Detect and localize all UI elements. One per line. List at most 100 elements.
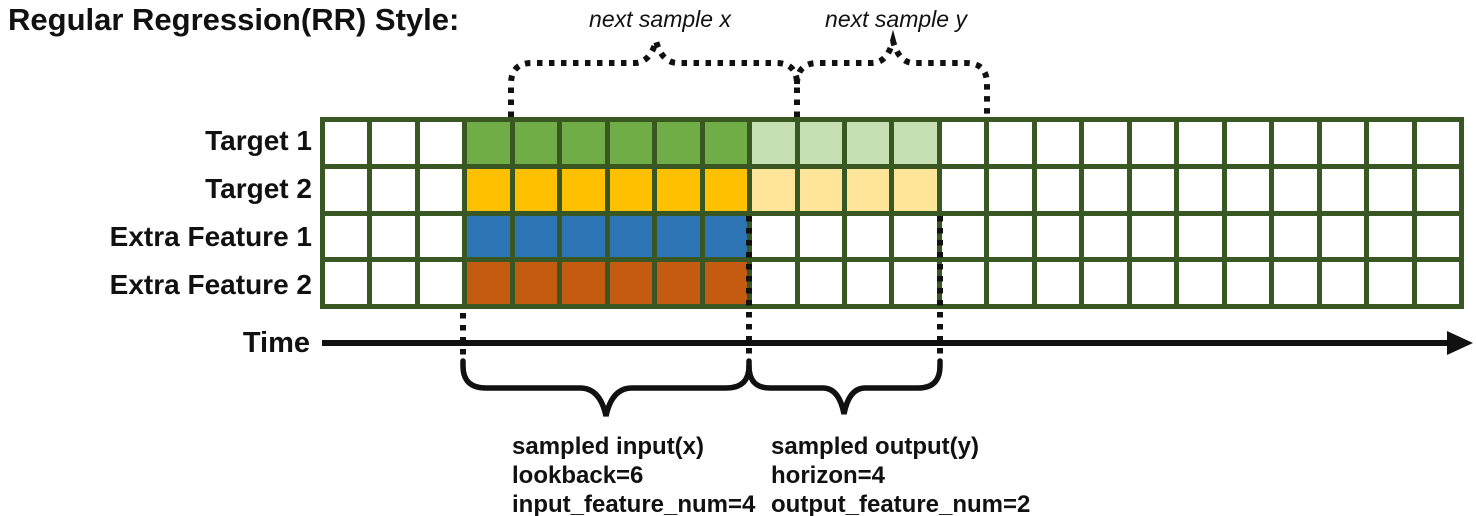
grid-cell (894, 262, 937, 304)
lookback-line: lookback=6 (512, 462, 644, 489)
grid-cell (1036, 168, 1080, 211)
sampled-input-brace (460, 358, 752, 417)
grid-cell (1416, 122, 1459, 164)
grid-cell (325, 262, 368, 304)
grid-cell (1321, 168, 1365, 211)
grid-cell (562, 122, 605, 164)
grid-cell (704, 262, 748, 304)
grid-cell (325, 215, 368, 258)
grid-cell (1179, 262, 1222, 304)
grid-cell (1036, 215, 1080, 258)
grid-cell (514, 122, 558, 164)
grid-cell (1084, 262, 1127, 304)
next-sample-x-label: next sample x (589, 6, 731, 32)
grid-cell (609, 262, 653, 304)
sampled-input-line: sampled input(x) (512, 433, 705, 460)
grid-cell (799, 168, 843, 211)
grid-cell (1369, 168, 1412, 211)
grid-cell (562, 168, 605, 211)
grid-cell (1416, 262, 1459, 304)
row-label-extra-feature-2: Extra Feature 2 (109, 269, 312, 300)
row-label-extra-feature-1: Extra Feature 1 (109, 221, 312, 252)
grid-cell (941, 122, 985, 164)
grid-cell (467, 262, 510, 304)
page-title: Regular Regression(RR) Style: (8, 2, 460, 37)
row-label-target-1: Target 1 (205, 125, 312, 156)
grid-cell (1131, 215, 1175, 258)
grid-cell (372, 168, 415, 211)
next-sample-y-brace (794, 29, 990, 117)
timeseries-grid (320, 117, 1464, 309)
grid-cell (657, 168, 700, 211)
grid-cell (419, 262, 463, 304)
grid-cell (799, 262, 843, 304)
grid-cell (847, 215, 890, 258)
output-feature-num-line: output_feature_num=2 (771, 491, 1031, 516)
grid-cell (989, 215, 1032, 258)
grid-cell (1226, 168, 1270, 211)
input-feature-num-line: input_feature_num=4 (512, 491, 756, 516)
grid-cell (1084, 122, 1127, 164)
grid-cell (1321, 122, 1365, 164)
grid-cell (1416, 168, 1459, 211)
grid-cell (609, 122, 653, 164)
grid-cell (799, 215, 843, 258)
grid-cell (894, 122, 937, 164)
grid-cell (1131, 262, 1175, 304)
grid-cell (799, 122, 843, 164)
grid-cell (1179, 122, 1222, 164)
grid-cell (1321, 262, 1365, 304)
sampled-output-annotation: sampled output(y) horizon=4 output_featu… (771, 432, 1030, 516)
grid-cell (1084, 215, 1127, 258)
grid-cell (704, 215, 748, 258)
grid-cell (1179, 215, 1222, 258)
grid-cell (941, 262, 985, 304)
grid-cell (467, 122, 510, 164)
grid-cell (847, 122, 890, 164)
time-axis-label: Time (242, 327, 310, 359)
grid-cell (941, 168, 985, 211)
grid-cell (1084, 168, 1127, 211)
next-sample-x-brace (508, 29, 800, 117)
grid-cell (941, 215, 985, 258)
grid-cell (562, 262, 605, 304)
sampled-output-brace (746, 358, 943, 415)
grid-cell (1226, 262, 1270, 304)
grid-cell (752, 122, 795, 164)
grid-cell (847, 262, 890, 304)
grid-cell (657, 262, 700, 304)
grid-cell (752, 215, 795, 258)
grid-cell (752, 168, 795, 211)
grid-cell (1274, 168, 1317, 211)
grid-cell (1274, 215, 1317, 258)
sampled-output-line: sampled output(y) (771, 433, 979, 460)
grid-cell (1036, 262, 1080, 304)
horizon-line: horizon=4 (771, 462, 886, 489)
grid-cell (657, 122, 700, 164)
grid-cell (514, 215, 558, 258)
grid-cell (1274, 262, 1317, 304)
grid-cell (847, 168, 890, 211)
grid-cell (1036, 122, 1080, 164)
grid-cell (372, 122, 415, 164)
grid-cell (704, 168, 748, 211)
grid-cell (1369, 122, 1412, 164)
grid-cell (325, 122, 368, 164)
grid-cell (467, 215, 510, 258)
grid-cell (657, 215, 700, 258)
grid-cell (989, 122, 1032, 164)
grid-cell (752, 262, 795, 304)
grid-cell (1226, 122, 1270, 164)
grid-cell (514, 168, 558, 211)
grid-cell (1226, 215, 1270, 258)
grid-cell (1131, 122, 1175, 164)
grid-cell (1179, 168, 1222, 211)
grid-cell (609, 215, 653, 258)
grid-cell (704, 122, 748, 164)
next-sample-y-label: next sample y (825, 6, 967, 32)
grid-cell (989, 262, 1032, 304)
grid-cell (1131, 168, 1175, 211)
grid-cell (467, 168, 510, 211)
grid-cell (419, 122, 463, 164)
